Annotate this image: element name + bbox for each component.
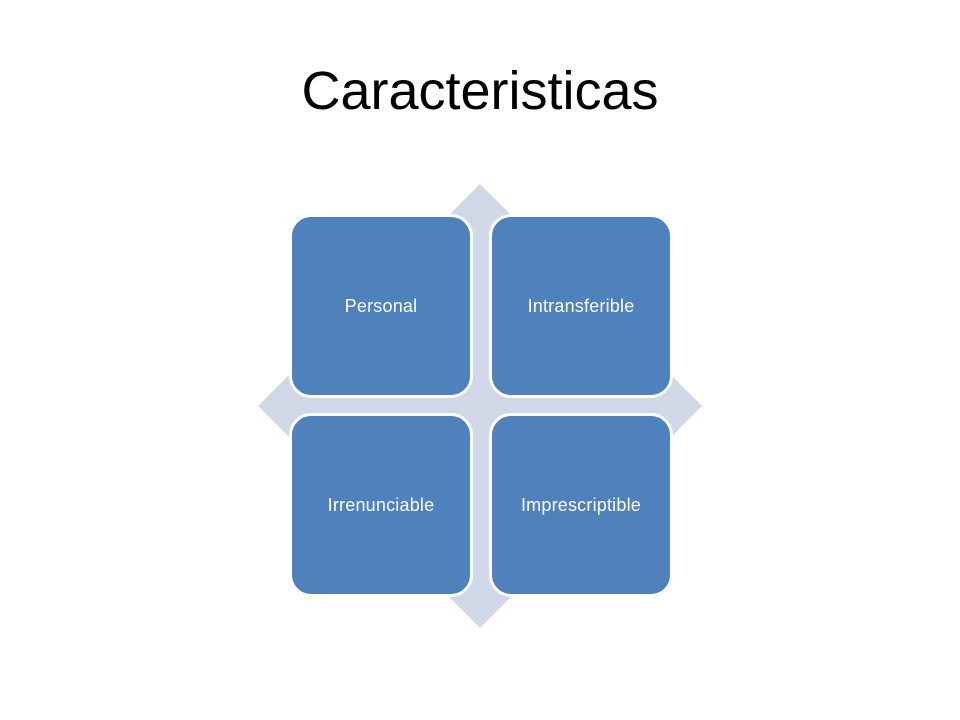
slide-title: Caracteristicas — [301, 61, 659, 121]
box-intransferible: Intransferible — [489, 214, 673, 398]
box-irrenunciable: Irrenunciable — [289, 413, 473, 597]
box-personal: Personal — [289, 214, 473, 398]
box-imprescriptible: Imprescriptible — [489, 413, 673, 597]
